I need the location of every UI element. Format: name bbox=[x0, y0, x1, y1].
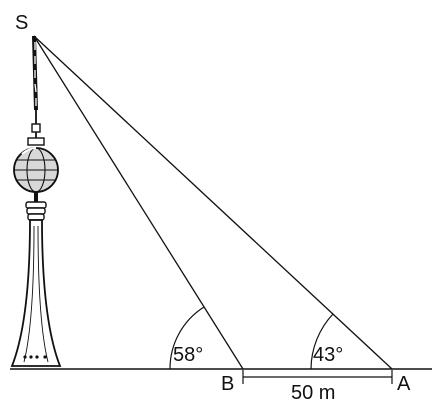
angle-b-label: 58° bbox=[173, 344, 203, 366]
angle-arc-a bbox=[310, 313, 334, 370]
sight-line-b bbox=[33, 35, 244, 370]
sight-line-a bbox=[33, 35, 393, 370]
angle-arc-b bbox=[169, 306, 205, 370]
angle-a-label: 43° bbox=[313, 344, 343, 366]
tv-tower-icon bbox=[10, 35, 62, 367]
point-s-label: S bbox=[15, 12, 28, 34]
point-b-label: B bbox=[221, 373, 234, 395]
point-a-label: A bbox=[397, 373, 411, 395]
distance-label: 50 m bbox=[291, 382, 335, 403]
distance-marker bbox=[242, 370, 393, 384]
